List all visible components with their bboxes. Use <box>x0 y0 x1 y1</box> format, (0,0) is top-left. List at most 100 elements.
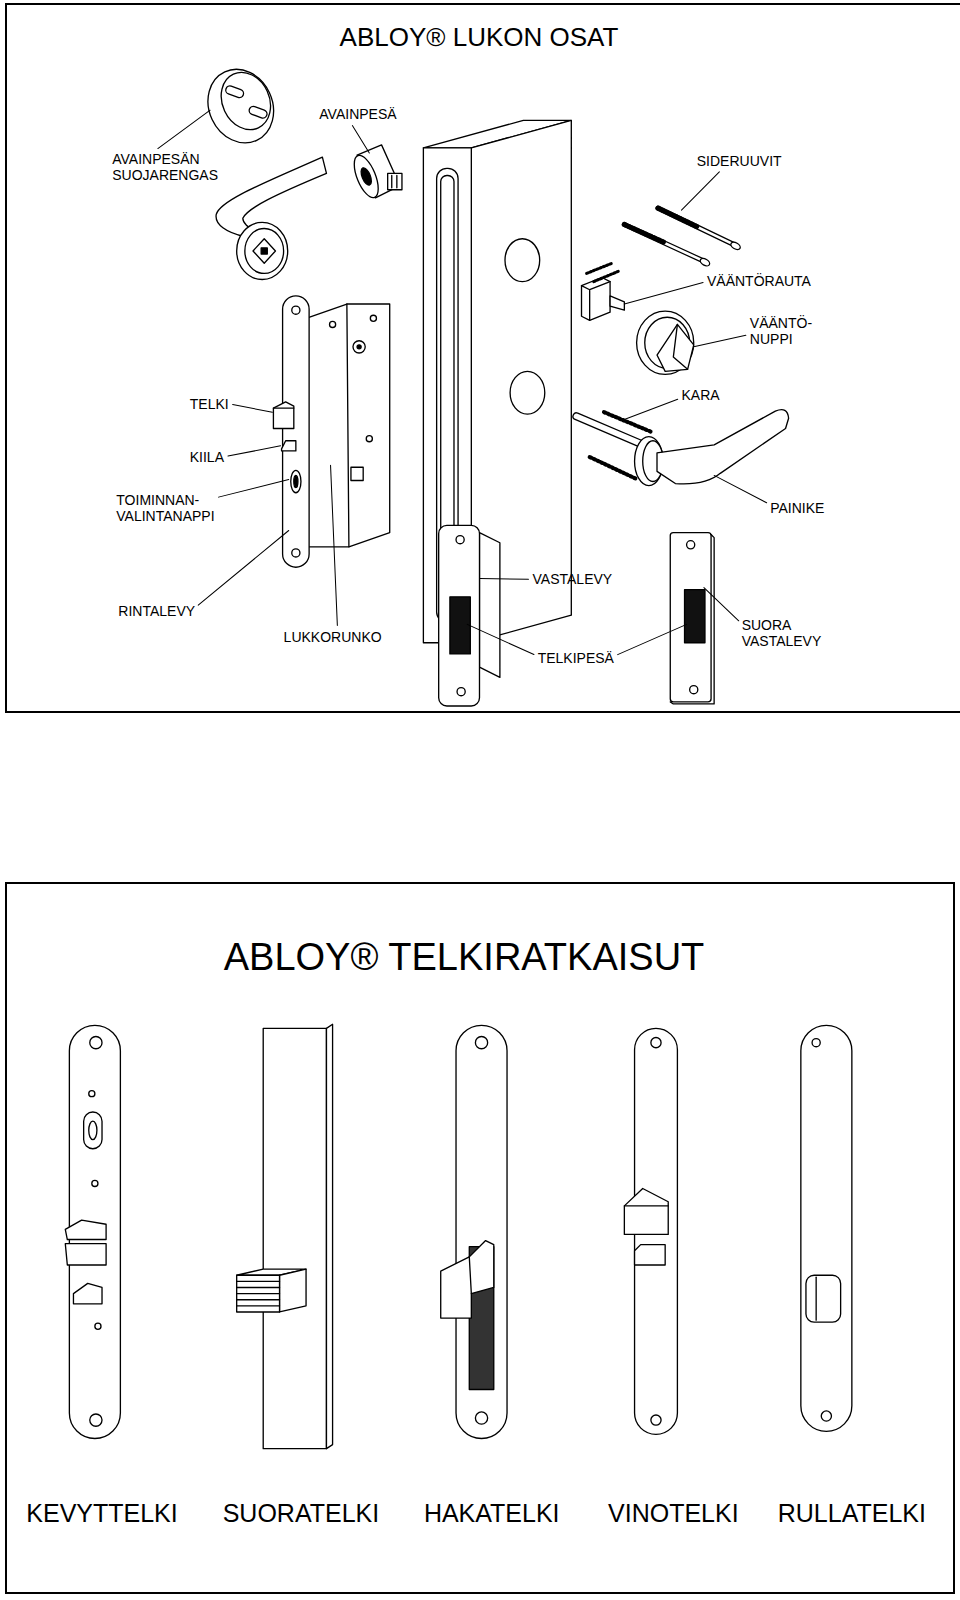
leader-line <box>622 399 677 420</box>
hook-bolt <box>456 1025 507 1438</box>
light-latch <box>65 1244 106 1265</box>
screws <box>658 208 699 227</box>
part-label: TELKI <box>190 396 229 412</box>
part-label: TOIMINNAN- VALINTANAPPI <box>116 492 214 524</box>
lock-case <box>353 341 365 353</box>
roller-latch <box>815 1277 816 1320</box>
door-block <box>510 371 545 414</box>
strike-plate <box>456 536 464 544</box>
hook-bolt <box>469 1257 471 1294</box>
thumb-turn <box>673 324 687 369</box>
thumb-turn <box>657 324 694 371</box>
thumb-turn <box>637 311 694 374</box>
latch-type-label: HAKATELKI <box>424 1499 560 1527</box>
latch-type-label: RULLATELKI <box>778 1499 926 1527</box>
part-label: KIILA <box>190 449 224 465</box>
leader-line <box>714 475 766 502</box>
part-label: LUKKORUNKO <box>284 629 382 645</box>
screws <box>624 224 665 242</box>
hook-bolt <box>441 1025 507 1438</box>
lock-case <box>347 304 349 547</box>
straight-bolt <box>263 1028 326 1448</box>
leader-line <box>198 530 288 605</box>
bevel-latch <box>624 1028 677 1434</box>
light-latch <box>73 1283 102 1303</box>
leader-line <box>618 624 687 654</box>
lock-case <box>330 321 336 327</box>
bevel-latch <box>651 1038 661 1048</box>
panel-heading: ABLOY® LUKON OSAT <box>7 23 951 53</box>
key-cylinder <box>349 145 402 201</box>
strike-plate <box>439 525 480 706</box>
lever-handle-spindle <box>590 457 638 479</box>
straight-bolt <box>326 1024 332 1448</box>
key-cylinder <box>392 175 397 187</box>
part-label: TELKIPESÄ <box>538 650 614 666</box>
lock-case <box>351 467 363 480</box>
screws <box>699 257 711 267</box>
light-latch <box>65 1220 106 1239</box>
leader-line <box>479 578 528 580</box>
lever-handle-spindle <box>657 410 789 484</box>
roller-latch <box>801 1025 852 1431</box>
part-label: AVAINPESÄN SUOJARENGAS <box>112 151 218 183</box>
straight-bolt <box>237 1281 280 1305</box>
straight-bolt <box>237 1024 333 1448</box>
key-cylinder <box>359 166 373 186</box>
straight-strike-plate <box>670 535 714 704</box>
screws <box>730 241 742 251</box>
straight-strike-plate <box>690 686 698 694</box>
door-block <box>505 239 540 282</box>
roller-latch <box>806 1275 841 1322</box>
light-latch <box>89 1121 97 1139</box>
part-label: VÄÄNTÖ- NUPPI <box>750 315 812 347</box>
panel-frame: ABLOY® TELKIRATKAISUT <box>5 882 955 1594</box>
screws <box>624 224 704 261</box>
key-cylinder-ring <box>212 64 280 137</box>
part-label: SIDERUUVIT <box>697 153 782 169</box>
straight-strike-plate <box>670 533 714 704</box>
leader-line <box>331 465 338 625</box>
light-latch <box>95 1323 101 1329</box>
leader-line <box>219 479 289 497</box>
lock-case <box>292 549 300 557</box>
leader-line <box>352 126 369 153</box>
lock-case <box>366 436 372 442</box>
strike-plate <box>457 688 465 696</box>
turn-spindle <box>610 296 624 310</box>
screws <box>624 208 741 267</box>
screws <box>658 208 735 245</box>
lever-handle <box>253 239 275 263</box>
part-label: AVAINPESÄ <box>319 106 396 122</box>
key-cylinder-ring <box>196 59 285 154</box>
leader-line <box>228 446 281 456</box>
leader-line <box>158 110 210 148</box>
lock-case <box>273 296 389 567</box>
latch-type-label: VINOTELKI <box>608 1499 739 1527</box>
thumb-turn <box>637 311 694 374</box>
lock-case <box>282 441 296 451</box>
key-cylinder-ring <box>225 85 245 99</box>
light-latch <box>92 1180 98 1186</box>
part-label: RINTALEVY <box>118 603 195 619</box>
leader-line <box>624 282 703 304</box>
part-label: SUORA VASTALEVY <box>742 617 822 649</box>
bevel-latch <box>651 1415 661 1425</box>
hook-bolt <box>475 1037 487 1049</box>
screws <box>658 208 735 245</box>
lock-case <box>283 296 310 567</box>
latch-type-label: SUORATELKI <box>223 1499 380 1527</box>
part-label: VÄÄNTÖRAUTA <box>707 273 811 289</box>
panel-heading: ABLOY® TELKIRATKAISUT <box>7 936 921 980</box>
hook-bolt <box>475 1412 487 1424</box>
lock-case <box>273 407 293 408</box>
straight-strike-plate <box>687 541 695 549</box>
lock-case <box>357 345 361 349</box>
lever-handle <box>237 222 288 279</box>
roller-latch <box>821 1411 831 1421</box>
latch-type-label: KEVYTTELKI <box>26 1499 177 1527</box>
lock-case <box>306 304 390 547</box>
hook-bolt <box>441 1241 494 1319</box>
strike-plate <box>479 533 499 678</box>
